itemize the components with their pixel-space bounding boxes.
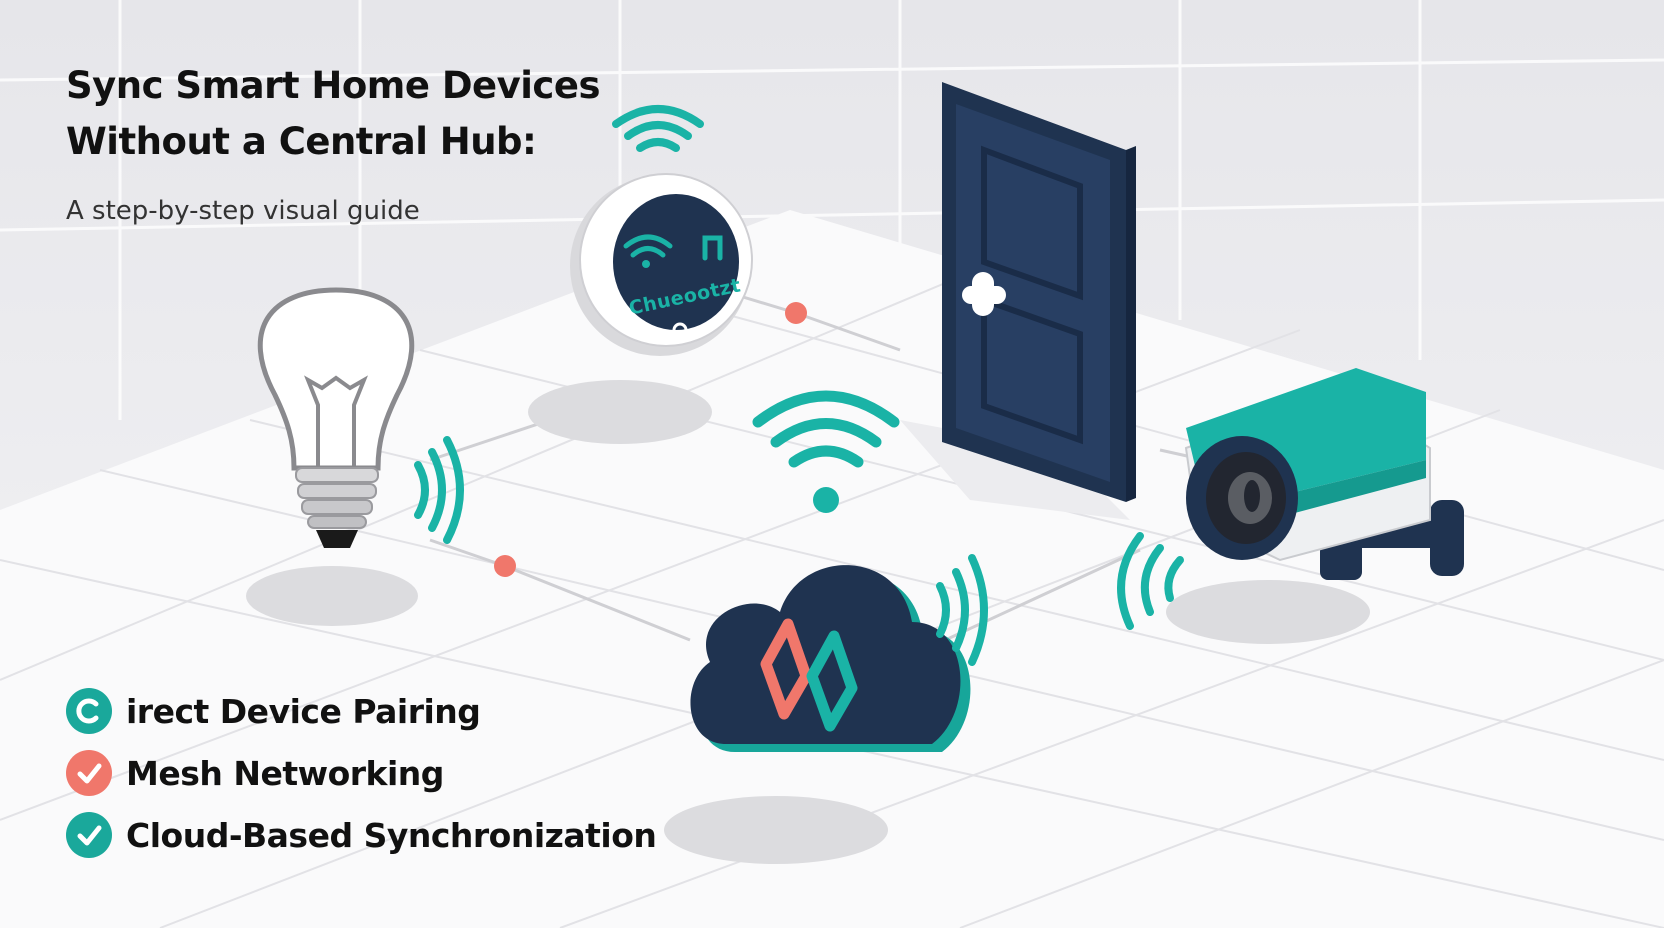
page-subtitle: A step-by-step visual guide (66, 196, 420, 226)
connection-node (785, 302, 807, 324)
connection-node (494, 555, 516, 577)
wifi-dot (813, 487, 839, 513)
feature-list: irect Device Pairing Mesh Networking Clo… (66, 680, 657, 866)
check-icon (66, 812, 112, 858)
page-title: Sync Smart Home Devices Without a Centra… (66, 58, 600, 170)
signal-waves-icon (936, 554, 988, 666)
feature-label: Cloud-Based Synchronization (126, 815, 657, 855)
title-line: Sync Smart Home Devices (66, 64, 600, 107)
door-icon (942, 82, 1136, 502)
feature-item: Mesh Networking (66, 742, 656, 804)
check-icon (66, 750, 112, 796)
thermostat-icon (570, 173, 753, 356)
feature-item: Cloud-Based Synchronization (66, 804, 657, 866)
wifi-icon (752, 390, 900, 468)
security-camera-icon (1184, 368, 1464, 580)
cloud-icon (690, 565, 971, 752)
feature-label: irect Device Pairing (126, 691, 481, 731)
device-shadows (246, 380, 1370, 864)
feature-label: Mesh Networking (126, 753, 444, 793)
c-letter-icon (66, 688, 112, 734)
light-bulb-icon (257, 287, 415, 548)
wifi-icon (612, 105, 704, 152)
wall-grid (0, 0, 1664, 420)
signal-waves-icon (414, 436, 464, 544)
feature-item: irect Device Pairing (66, 680, 656, 742)
title-line: Without a Central Hub: (66, 120, 537, 163)
signal-waves-icon (1117, 532, 1184, 630)
